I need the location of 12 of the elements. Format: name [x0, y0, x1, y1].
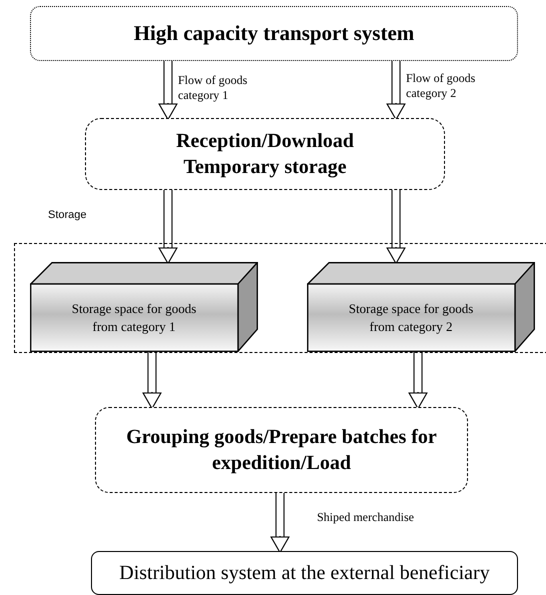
edge-label: Shiped merchandise — [317, 510, 414, 525]
box-label: Reception/Download Temporary storage — [175, 129, 355, 180]
region-heading: Storage — [48, 209, 87, 221]
box-label: High capacity transport system — [134, 20, 414, 47]
process-box — [30, 6, 518, 61]
storage-label: Storage space for goods from category 1 — [70, 300, 198, 336]
box-label: Distribution system at the external beneficiary — [119, 561, 490, 586]
storage-label: Storage space for goods from category 2 — [348, 300, 474, 336]
box-label: Grouping goods/Prepare batches for expedition/Load — [125, 425, 438, 476]
process-box — [91, 551, 518, 595]
process-box — [95, 407, 468, 493]
process-box — [85, 118, 445, 190]
